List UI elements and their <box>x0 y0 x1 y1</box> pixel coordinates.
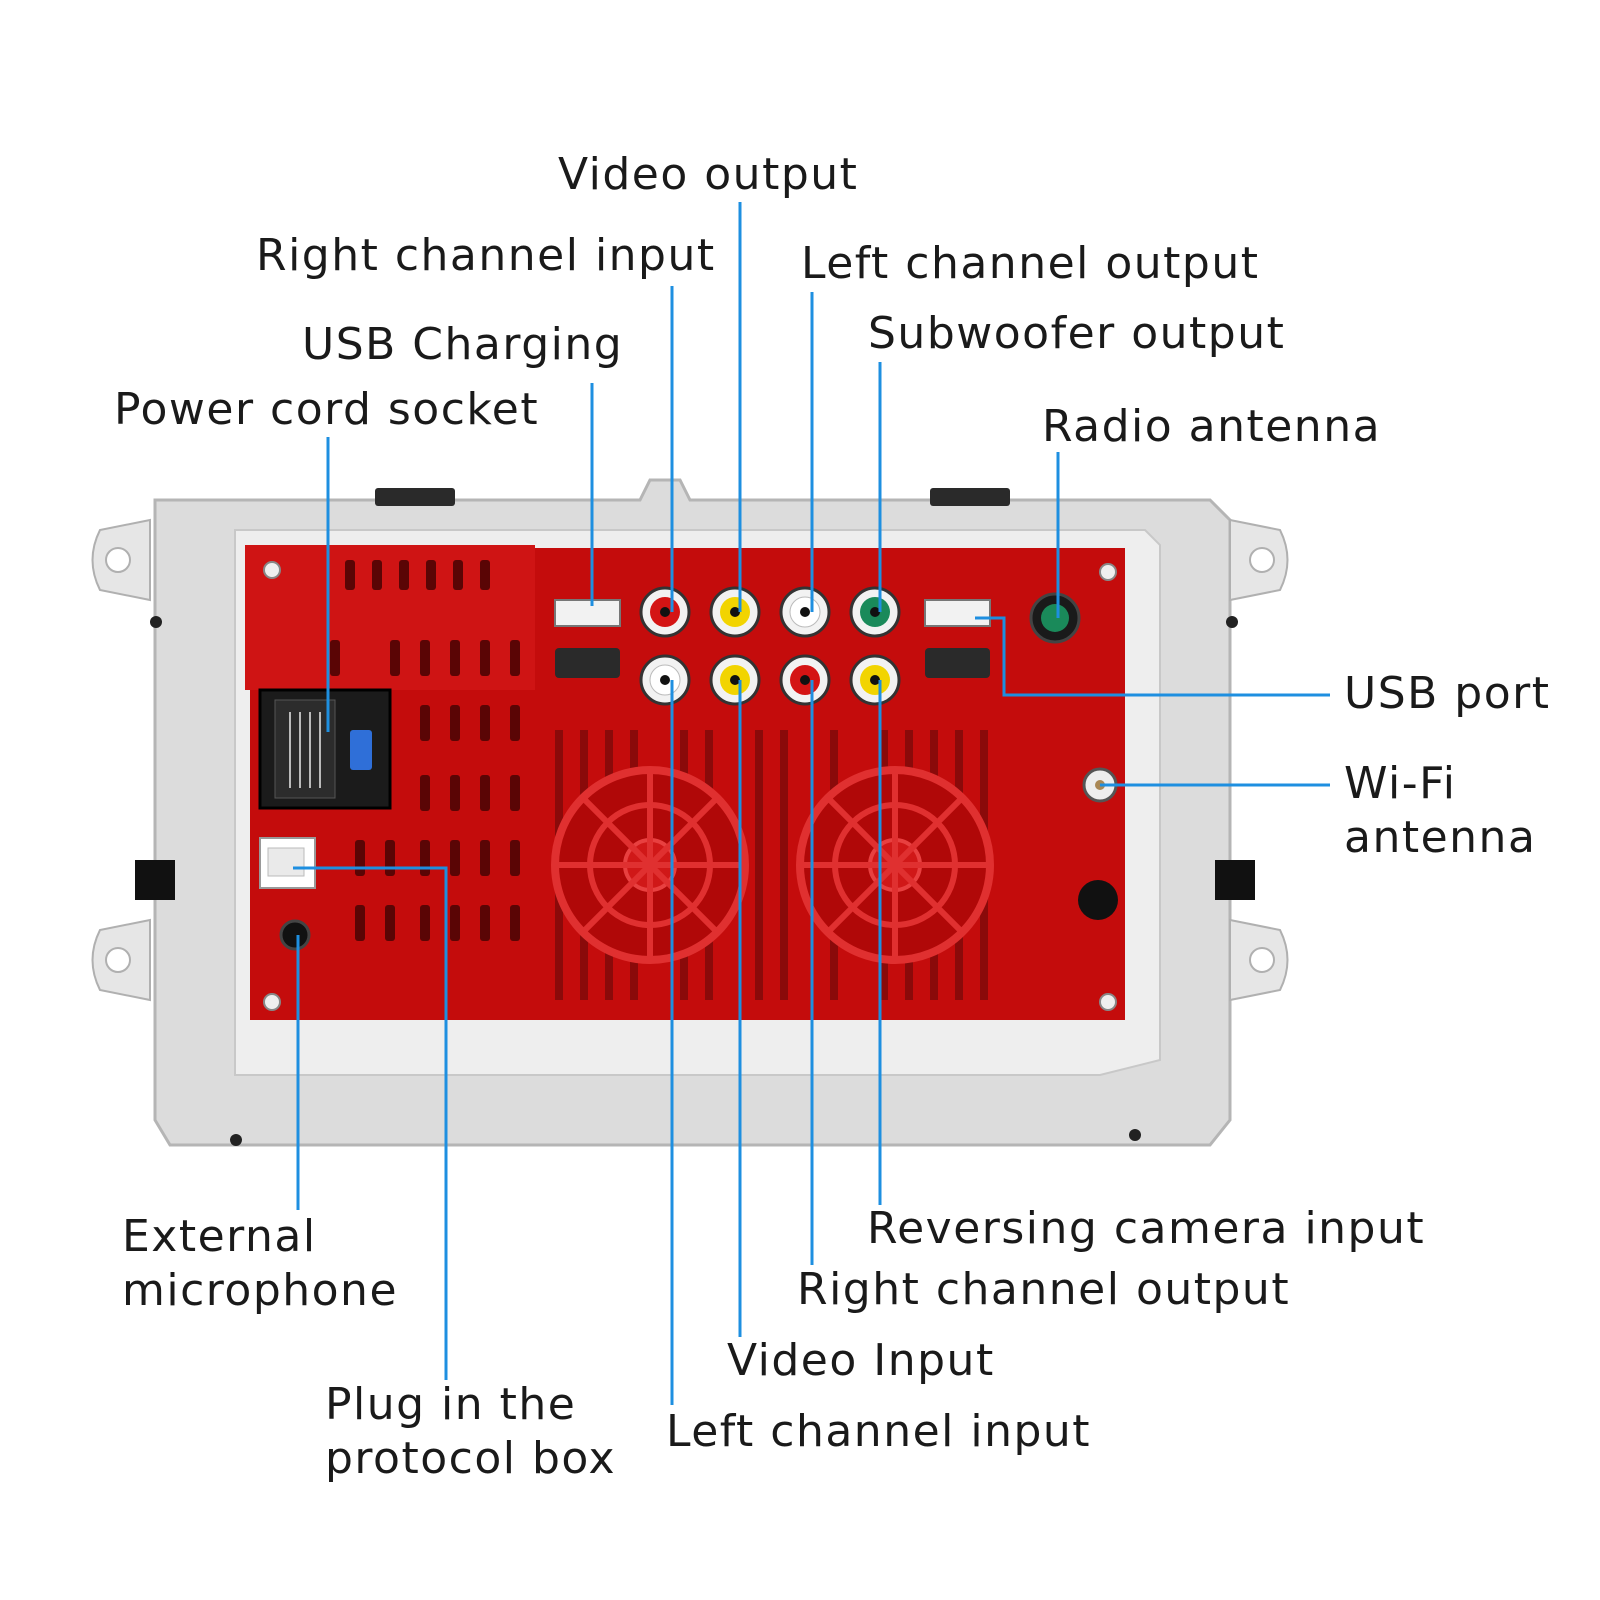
label-video-output: Video output <box>558 149 859 200</box>
top-bracket-right <box>930 488 1010 506</box>
label-subwoofer-output: Subwoofer output <box>868 308 1286 359</box>
cooling-fan-right <box>796 766 994 964</box>
label-wifi-antenna: Wi-Fi antenna <box>1344 758 1537 863</box>
vent-slots-left <box>330 560 520 941</box>
fuse <box>350 730 372 770</box>
panel-hole <box>1078 880 1118 920</box>
label-plug-protocol-box: Plug in the protocol box <box>325 1379 617 1484</box>
label-usb-port: USB port <box>1344 668 1551 719</box>
side-clip-left <box>135 860 175 900</box>
cooling-fan-left <box>551 766 749 964</box>
top-bracket-left <box>375 488 455 506</box>
label-left-channel-output: Left channel output <box>801 238 1260 289</box>
label-usb-charging: USB Charging <box>302 319 624 370</box>
leader-lines <box>293 202 1330 1405</box>
label-right-channel-input: Right channel input <box>256 230 716 281</box>
label-left-channel-input: Left channel input <box>666 1406 1092 1457</box>
label-video-input: Video Input <box>727 1335 995 1386</box>
side-clip-right <box>1215 860 1255 900</box>
usb-port <box>924 599 991 627</box>
red-rear-panel <box>245 545 1125 1020</box>
mic-jack <box>279 919 311 951</box>
label-power-cord-socket: Power cord socket <box>114 384 540 435</box>
usb-charging-port <box>554 599 621 627</box>
label-external-microphone: External microphone <box>122 1211 399 1316</box>
leader-usb-port <box>975 616 1330 697</box>
leader-protocol-box <box>293 866 448 1380</box>
label-reversing-camera-input: Reversing camera input <box>867 1203 1426 1254</box>
label-radio-antenna: Radio antenna <box>1042 401 1382 452</box>
label-right-channel-output: Right channel output <box>797 1264 1291 1315</box>
